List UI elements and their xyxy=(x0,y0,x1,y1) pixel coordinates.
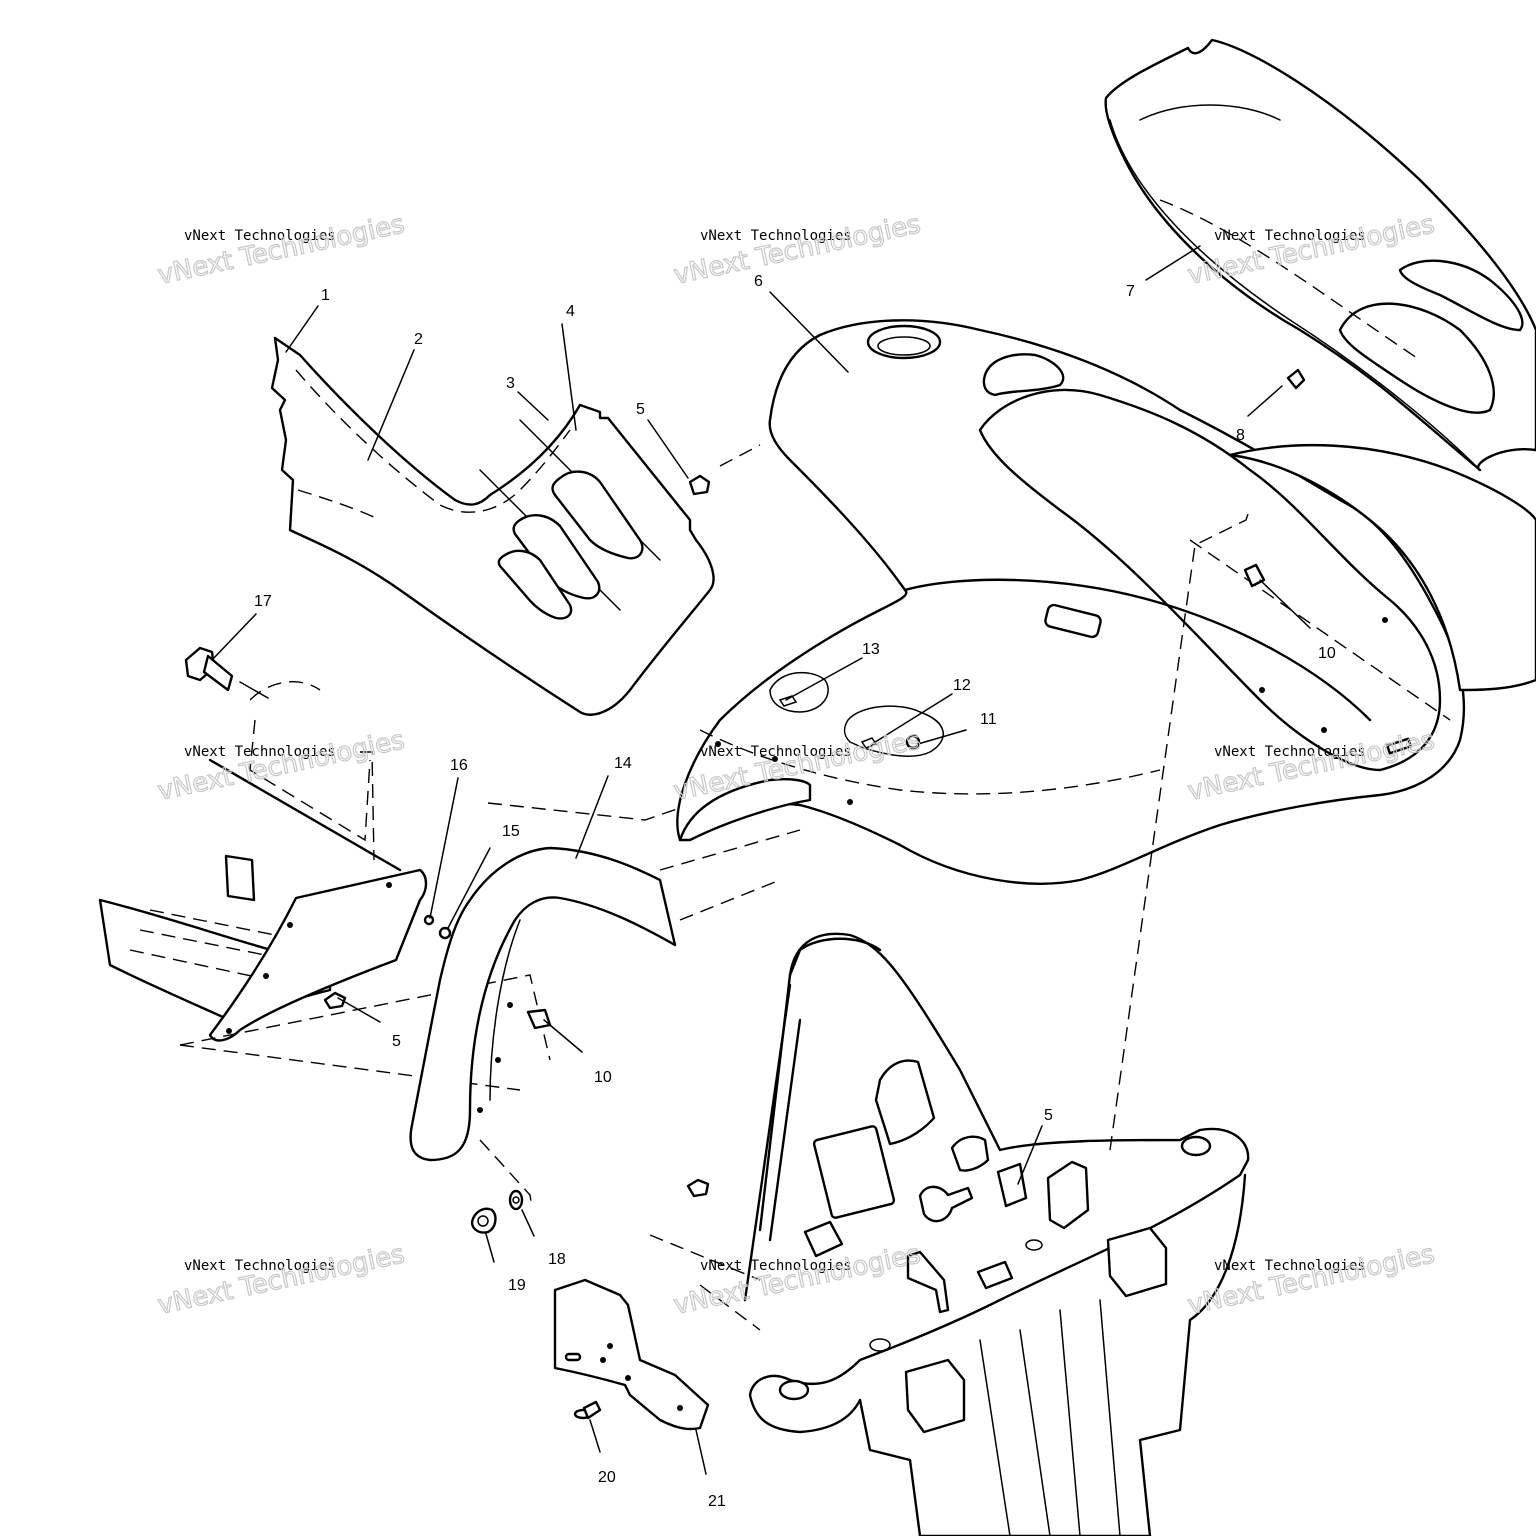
callout-label: 4 xyxy=(566,303,575,320)
callout-labels: 1 2 3 4 5 6 7 8 10 10 11 12 13 14 15 16 … xyxy=(254,273,1336,1510)
watermark-text: vNext Technologies xyxy=(1214,228,1366,244)
watermark-text: vNext Technologies xyxy=(700,228,852,244)
callout-label: 13 xyxy=(862,641,880,658)
callout-label: 1 xyxy=(321,287,330,304)
callout-label: 16 xyxy=(450,757,468,774)
callout-label: 21 xyxy=(708,1493,726,1510)
watermark-text: vNext Technologies xyxy=(700,744,852,760)
watermark: vNext Technologies vNext Technologies xyxy=(155,1239,408,1322)
watermark-text: vNext Technologies xyxy=(700,1258,852,1274)
fender-flare-14 xyxy=(409,846,677,1162)
watermark-outline-text: vNext Technologies xyxy=(671,209,923,291)
watermark-outline-text: vNext Technologies xyxy=(671,1239,923,1321)
callout-label: 6 xyxy=(754,273,763,290)
chassis-frame xyxy=(649,932,1250,1536)
callout-label: 18 xyxy=(548,1251,566,1268)
watermark-text: vNext Technologies xyxy=(184,744,336,760)
assembly-leader-lines xyxy=(360,368,1306,1209)
callout-label: 11 xyxy=(980,711,997,728)
callout-label: 8 xyxy=(1236,427,1245,444)
callout-label: 10 xyxy=(594,1069,612,1086)
callout-label: 3 xyxy=(506,375,515,392)
callout-leaders xyxy=(211,245,1311,1475)
callout-label: 19 xyxy=(508,1277,526,1294)
watermark-outline-text: vNext Technologies xyxy=(155,1239,407,1321)
callout-label: 5 xyxy=(636,401,645,418)
callout-label: 5 xyxy=(1044,1107,1053,1124)
rear-cab-panel xyxy=(1104,38,1536,472)
watermark-outline-text: vNext Technologies xyxy=(155,209,407,291)
watermark-outline-text: vNext Technologies xyxy=(155,725,407,807)
screw-20 xyxy=(573,1400,602,1420)
watermark: vNext Technologies vNext Technologies xyxy=(671,1239,924,1322)
callout-label: 10 xyxy=(1318,645,1336,662)
callout-label: 5 xyxy=(392,1033,401,1050)
bolt-17 xyxy=(184,646,269,699)
watermark-text: vNext Technologies xyxy=(184,1258,336,1274)
watermark: vNext Technologies vNext Technologies xyxy=(155,725,408,808)
watermark-text: vNext Technologies xyxy=(184,228,336,244)
watermark: vNext Technologies vNext Technologies xyxy=(155,209,408,292)
callout-label: 15 xyxy=(502,823,520,840)
callout-label: 7 xyxy=(1126,283,1135,300)
callout-label: 20 xyxy=(598,1469,616,1486)
callout-label: 17 xyxy=(254,593,272,610)
bracket-21 xyxy=(553,1278,710,1431)
callout-label: 12 xyxy=(953,677,971,694)
nut-washer-18-19 xyxy=(470,1189,524,1234)
left-footwell xyxy=(98,681,551,1091)
callout-label: 2 xyxy=(414,331,423,348)
watermark: vNext Technologies vNext Technologies xyxy=(671,209,924,292)
left-side-panel xyxy=(270,336,715,716)
watermark-text: vNext Technologies xyxy=(1214,744,1366,760)
watermark-text: vNext Technologies xyxy=(1214,1258,1366,1274)
callout-label: 14 xyxy=(614,755,632,772)
